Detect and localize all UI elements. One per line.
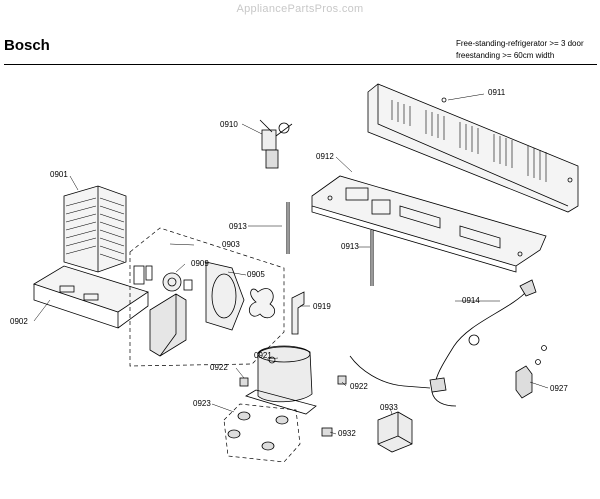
part-label-0922-left[interactable]: 0922	[210, 363, 228, 372]
part-0909-fan-motor-drawing	[162, 272, 193, 292]
part-0921-compressor-drawing	[245, 345, 317, 415]
part-0927-holder-drawing	[515, 345, 547, 399]
part-0902-drip-tray-drawing	[33, 265, 149, 329]
description-line-1: Free-standing-refrigerator >= 3 door	[456, 39, 584, 48]
leader-lines	[33, 93, 549, 435]
part-label-0905[interactable]: 0905	[247, 270, 265, 279]
part-0903-fan-assembly-group-drawing	[129, 227, 285, 367]
part-0905-fan-shroud-drawing	[205, 261, 245, 331]
model-description: Free-standing-refrigerator >= 3 door fre…	[456, 38, 584, 62]
part-0905-fan-blade-drawing	[248, 288, 276, 319]
description-line-2: freestanding >= 60cm width	[456, 51, 555, 60]
part-label-0912[interactable]: 0912	[316, 152, 334, 161]
part-label-0927[interactable]: 0927	[550, 384, 568, 393]
header-divider	[4, 64, 597, 65]
part-label-0913-left[interactable]: 0913	[229, 222, 247, 231]
part-0922-clip-left-drawing	[239, 377, 249, 387]
part-label-0914[interactable]: 0914	[462, 296, 480, 305]
part-label-0933[interactable]: 0933	[380, 403, 398, 412]
part-0933-relay-drawing	[377, 411, 413, 453]
part-label-0909[interactable]: 0909	[191, 259, 209, 268]
part-0901-condenser-drawing	[63, 185, 127, 273]
brand-title: Bosch	[4, 37, 50, 54]
part-0922-clip-right-drawing	[337, 375, 347, 385]
part-label-0932[interactable]: 0932	[338, 429, 356, 438]
part-0910-valve-drawing	[259, 119, 293, 169]
watermark: AppliancePartsPros.com	[236, 3, 364, 15]
part-label-0919[interactable]: 0919	[313, 302, 331, 311]
part-label-0923[interactable]: 0923	[193, 399, 211, 408]
part-0911-back-cover-drawing	[367, 83, 579, 213]
part-0914-wiring-harness-drawing	[349, 279, 537, 407]
part-label-0902[interactable]: 0902	[10, 317, 28, 326]
part-0923-rubber-feet-drawing	[223, 403, 301, 463]
part-0919-bracket-drawing	[291, 291, 305, 335]
part-label-0910[interactable]: 0910	[220, 120, 238, 129]
part-label-0911[interactable]: 0911	[488, 88, 506, 97]
part-label-0921[interactable]: 0921	[254, 351, 272, 360]
part-label-0901[interactable]: 0901	[50, 170, 68, 179]
part-0912-base-plate-drawing	[311, 175, 547, 273]
part-0932-clip-drawing	[321, 427, 333, 437]
part-label-0922-right[interactable]: 0922	[350, 382, 368, 391]
part-label-0903[interactable]: 0903	[222, 240, 240, 249]
part-label-0913-right[interactable]: 0913	[341, 242, 359, 251]
